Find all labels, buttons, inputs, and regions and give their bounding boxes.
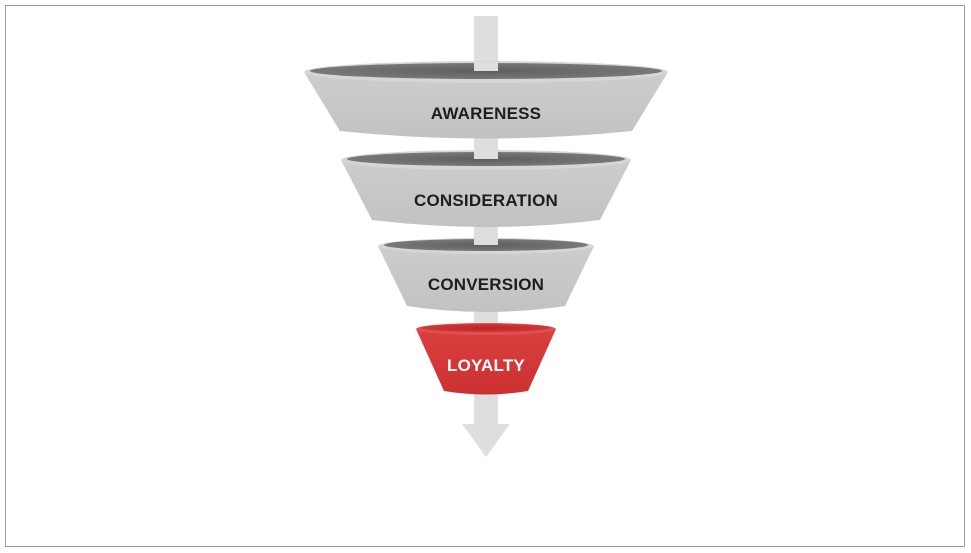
stage-label-loyalty: LOYALTY bbox=[447, 356, 525, 375]
arrow-head bbox=[462, 424, 510, 457]
funnel-stage-awareness: AWARENESS bbox=[304, 61, 668, 139]
funnel-stage-loyalty: LOYALTY bbox=[416, 312, 556, 395]
stage-label-conversion: CONVERSION bbox=[428, 275, 544, 294]
stage-label-awareness: AWARENESS bbox=[431, 104, 541, 123]
stage-label-consideration: CONSIDERATION bbox=[414, 191, 558, 210]
funnel-stage-consideration: CONSIDERATION bbox=[341, 140, 631, 227]
funnel-stage-conversion: CONVERSION bbox=[378, 229, 594, 312]
